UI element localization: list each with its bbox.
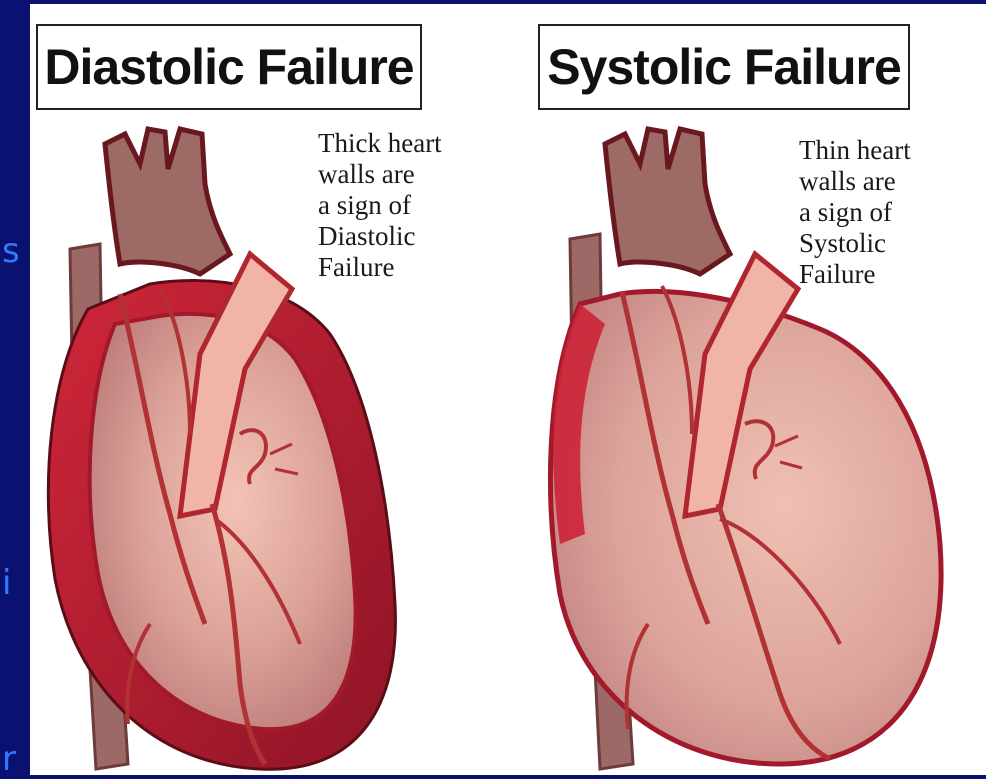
slide-text-fragment-top: s: [2, 234, 20, 268]
slide-text-fragment-bottom: r: [2, 742, 16, 776]
systolic-title: Systolic Failure: [538, 24, 910, 110]
diastolic-title: Diastolic Failure: [36, 24, 422, 110]
systolic-caption-line-3: a sign of: [799, 197, 986, 228]
diastolic-caption-line-3: a sign of: [318, 190, 508, 221]
slide-text-fragment-middle: i: [2, 566, 11, 600]
diastolic-caption: Thick heart walls are a sign of Diastoli…: [318, 128, 508, 283]
diastolic-caption-line-4: Diastolic: [318, 221, 508, 252]
diastolic-caption-line-2: walls are: [318, 159, 508, 190]
systolic-caption-line-1: Thin heart: [799, 135, 986, 166]
systolic-caption-line-2: walls are: [799, 166, 986, 197]
systolic-caption-line-5: Failure: [799, 259, 986, 290]
diastolic-caption-line-1: Thick heart: [318, 128, 508, 159]
heart-failure-diagram: Diastolic Failure: [30, 4, 986, 775]
systolic-caption-line-4: Systolic: [799, 228, 986, 259]
diastolic-caption-line-5: Failure: [318, 252, 508, 283]
systolic-caption: Thin heart walls are a sign of Systolic …: [799, 135, 986, 290]
